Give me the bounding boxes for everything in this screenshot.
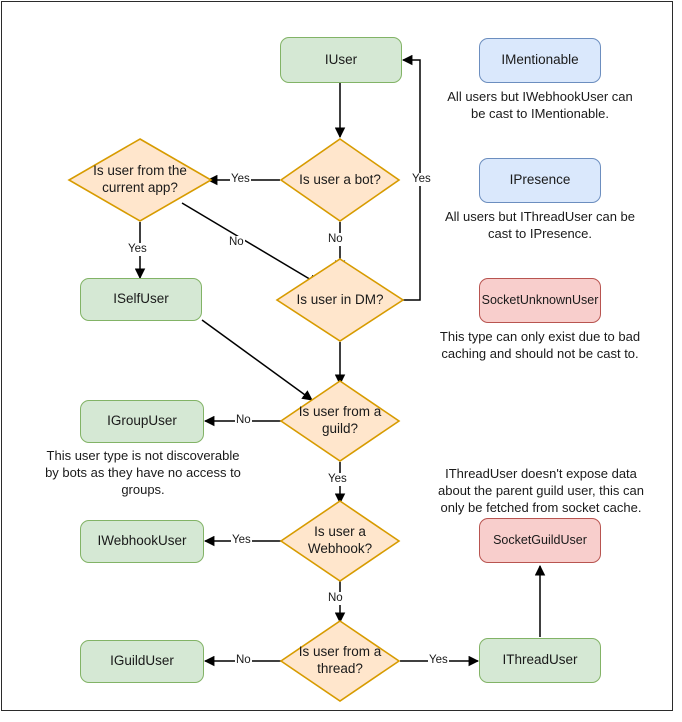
edge-label-bot-yes: Yes xyxy=(230,173,251,186)
node-is-bot-label: Is user a bot? xyxy=(299,171,381,187)
edge-label-currentapp-yes: Yes xyxy=(127,243,148,256)
node-is-thread-label: Is user from a thread? xyxy=(298,644,382,676)
node-socketguilduser-label: SocketGuildUser xyxy=(493,532,587,547)
node-socketunknownuser[interactable]: SocketUnknownUser xyxy=(479,278,601,323)
note-igroupuser: This user type is not discoverable by bo… xyxy=(45,448,241,497)
node-socketguilduser[interactable]: SocketGuildUser xyxy=(479,518,601,563)
edge-label-thread-no: No xyxy=(235,654,252,667)
node-is-guild[interactable]: Is user from a guild? xyxy=(279,380,401,462)
is-guild-shape xyxy=(279,380,401,462)
node-ithreaduser[interactable]: IThreadUser xyxy=(479,638,601,683)
is-thread-shape xyxy=(279,620,401,702)
node-igroupuser-label: IGroupUser xyxy=(107,413,177,429)
edge-label-guild-no: No xyxy=(235,414,252,427)
edge-label-webhook-yes: Yes xyxy=(231,534,252,547)
node-imentionable[interactable]: IMentionable xyxy=(479,38,601,83)
node-iguilduser-label: IGuildUser xyxy=(110,653,174,669)
note-imentionable: All users but IWebhookUser can be cast t… xyxy=(447,89,633,121)
note-ithreaduser: IThreadUser doesn't expose data about th… xyxy=(438,466,644,515)
node-iguilduser[interactable]: IGuildUser xyxy=(80,640,204,683)
node-iuser[interactable]: IUser xyxy=(280,37,402,83)
note-socketunknownuser: This type can only exist due to bad cach… xyxy=(439,329,641,361)
node-is-current-app-label: Is user from the current app? xyxy=(93,163,187,195)
node-is-bot[interactable]: Is user a bot? xyxy=(279,138,401,222)
edge-label-dm-yes: Yes xyxy=(411,173,432,186)
edge-label-currentapp-no: No xyxy=(228,236,245,249)
is-current-app-shape xyxy=(67,138,213,222)
edge-label-guild-yes: Yes xyxy=(327,473,348,486)
node-is-webhook-label: Is user a Webhook? xyxy=(307,524,373,556)
node-is-dm-label: Is user in DM? xyxy=(296,291,384,307)
node-is-thread[interactable]: Is user from a thread? xyxy=(279,620,401,702)
node-ipresence-label: IPresence xyxy=(509,172,571,188)
node-is-dm[interactable]: Is user in DM? xyxy=(275,258,405,342)
is-bot-shape xyxy=(279,138,401,222)
node-ithreaduser-label: IThreadUser xyxy=(502,652,578,668)
node-iselfuser-label: ISelfUser xyxy=(113,291,169,307)
note-ipresence: All users but IThreadUser can be cast to… xyxy=(444,209,636,241)
node-is-guild-label: Is user from a guild? xyxy=(298,404,382,436)
edge-label-bot-no: No xyxy=(327,233,344,246)
node-socketunknownuser-label: SocketUnknownUser xyxy=(481,292,599,307)
node-iuser-label: IUser xyxy=(324,51,358,67)
edge-label-thread-yes: Yes xyxy=(428,654,449,667)
node-iwebhookuser[interactable]: IWebhookUser xyxy=(80,520,204,563)
node-imentionable-label: IMentionable xyxy=(501,52,579,68)
node-is-current-app[interactable]: Is user from the current app? xyxy=(67,138,213,222)
node-iwebhookuser-label: IWebhookUser xyxy=(97,533,187,549)
node-ipresence[interactable]: IPresence xyxy=(479,158,601,203)
node-igroupuser[interactable]: IGroupUser xyxy=(80,400,204,443)
node-is-webhook[interactable]: Is user a Webhook? xyxy=(279,500,401,582)
node-iselfuser[interactable]: ISelfUser xyxy=(80,278,202,321)
edge-label-webhook-no: No xyxy=(327,592,344,605)
